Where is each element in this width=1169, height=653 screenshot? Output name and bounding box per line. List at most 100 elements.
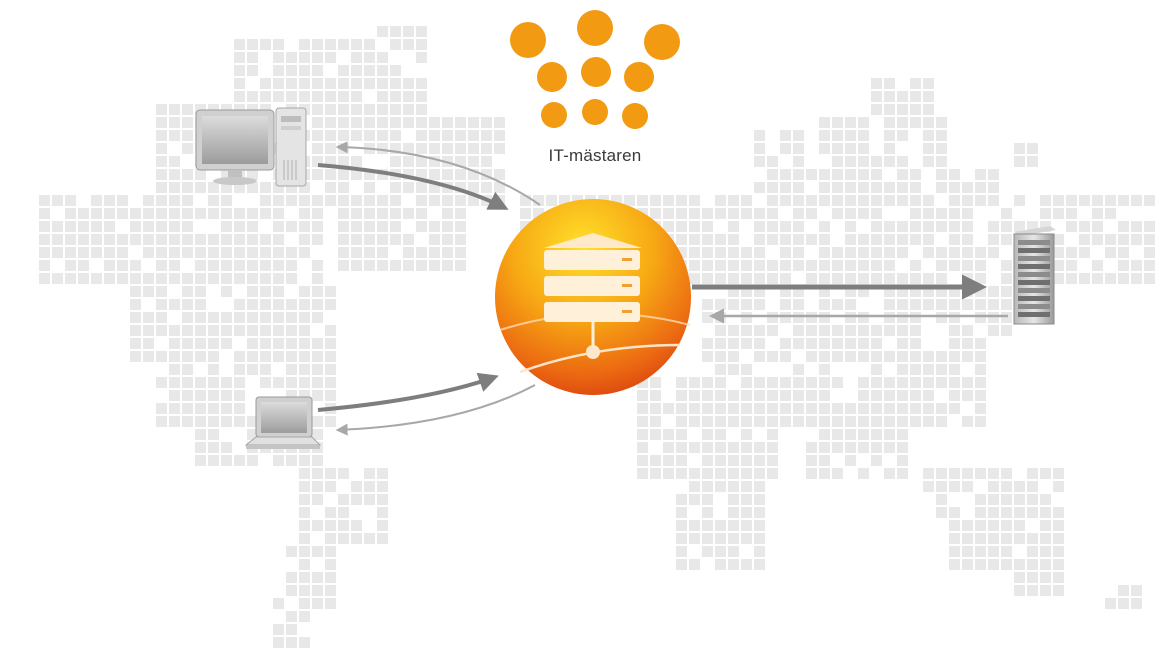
map-tile (728, 273, 739, 284)
map-tile (130, 208, 141, 219)
map-tile (871, 390, 882, 401)
map-tile (325, 390, 336, 401)
map-tile (871, 273, 882, 284)
map-tile (234, 91, 245, 102)
map-tile (936, 312, 947, 323)
map-tile (182, 416, 193, 427)
map-tile (494, 169, 505, 180)
map-tile (728, 481, 739, 492)
map-tile (741, 286, 752, 297)
map-tile (936, 169, 947, 180)
map-tile (897, 364, 908, 375)
map-tile (806, 351, 817, 362)
map-tile (234, 377, 245, 388)
map-tile (455, 156, 466, 167)
map-tile (975, 520, 986, 531)
map-tile (728, 351, 739, 362)
map-tile (754, 208, 765, 219)
map-tile (884, 351, 895, 362)
map-tile (819, 455, 830, 466)
map-tile (871, 234, 882, 245)
map-tile (806, 312, 817, 323)
map-tile (39, 273, 50, 284)
map-tile (403, 156, 414, 167)
map-tile (871, 403, 882, 414)
map-tile (949, 338, 960, 349)
map-tile (923, 130, 934, 141)
map-tile (312, 416, 323, 427)
map-tile (208, 208, 219, 219)
map-tile (312, 286, 323, 297)
map-tile (962, 208, 973, 219)
map-tile (949, 364, 960, 375)
map-tile (364, 221, 375, 232)
map-tile (741, 390, 752, 401)
map-tile (702, 533, 713, 544)
map-tile (923, 91, 934, 102)
map-tile (936, 351, 947, 362)
map-tile (897, 273, 908, 284)
map-tile (897, 312, 908, 323)
map-tile (234, 208, 245, 219)
map-tile (975, 533, 986, 544)
map-tile (715, 403, 726, 414)
map-tile (299, 208, 310, 219)
map-tile (962, 390, 973, 401)
map-tile (403, 234, 414, 245)
map-tile (975, 390, 986, 401)
map-tile (156, 416, 167, 427)
map-tile (351, 130, 362, 141)
map-tile (1144, 273, 1155, 284)
map-tile (754, 299, 765, 310)
map-tile (637, 468, 648, 479)
map-tile (234, 260, 245, 271)
map-tile (741, 429, 752, 440)
map-tile (741, 260, 752, 271)
map-tile (299, 65, 310, 76)
map-tile (351, 169, 362, 180)
map-tile (273, 91, 284, 102)
map-tile (130, 221, 141, 232)
map-tile (728, 403, 739, 414)
map-tile (715, 195, 726, 206)
map-tile (819, 442, 830, 453)
map-tile (715, 455, 726, 466)
map-tile (273, 624, 284, 635)
map-tile (364, 65, 375, 76)
map-tile (286, 78, 297, 89)
map-tile (429, 234, 440, 245)
map-tile (78, 234, 89, 245)
map-tile (1001, 312, 1012, 323)
map-tile (91, 195, 102, 206)
rack-slot (1018, 296, 1050, 301)
map-tile (845, 260, 856, 271)
map-tile (676, 546, 687, 557)
map-tile (299, 39, 310, 50)
map-tile (884, 416, 895, 427)
map-tile (312, 221, 323, 232)
map-tile (1144, 260, 1155, 271)
map-tile (832, 429, 843, 440)
map-tile (234, 325, 245, 336)
map-tile (715, 312, 726, 323)
map-tile (1118, 273, 1129, 284)
map-tile (429, 130, 440, 141)
map-tile (650, 377, 661, 388)
map-tile (351, 78, 362, 89)
map-tile (325, 572, 336, 583)
map-tile (1027, 143, 1038, 154)
map-tile (780, 130, 791, 141)
map-tile (208, 364, 219, 375)
map-tile (767, 325, 778, 336)
map-tile (312, 390, 323, 401)
map-tile (182, 403, 193, 414)
map-tile (832, 260, 843, 271)
map-tile (195, 247, 206, 258)
map-tile (234, 234, 245, 245)
map-tile (728, 195, 739, 206)
map-tile (754, 286, 765, 297)
map-tile (871, 156, 882, 167)
map-tile (221, 260, 232, 271)
map-tile (702, 312, 713, 323)
map-tile (884, 221, 895, 232)
